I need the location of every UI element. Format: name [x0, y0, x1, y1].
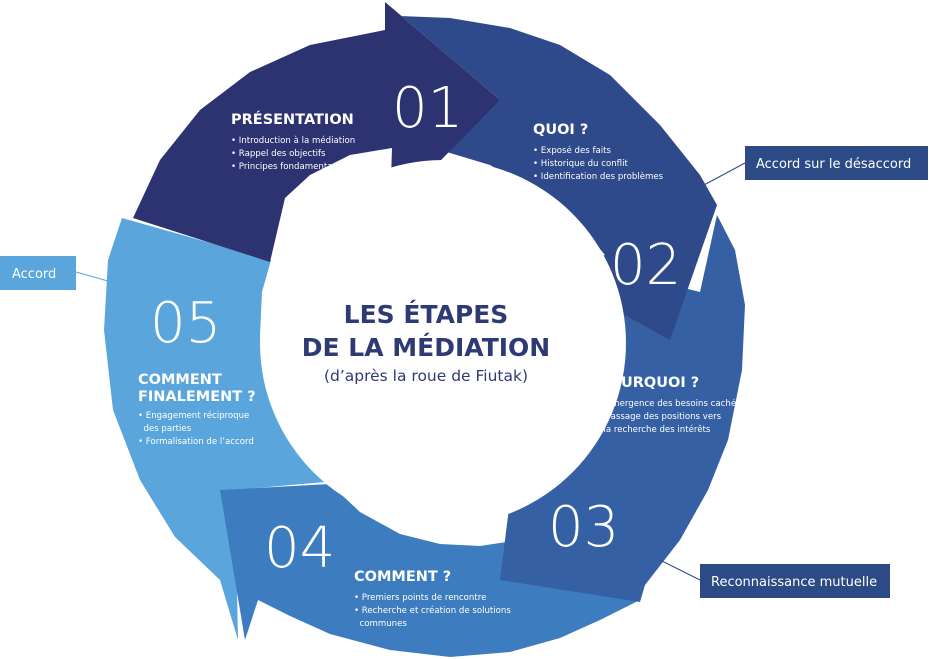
step-03-number: 03 — [548, 495, 619, 560]
step-05-bullet: des parties — [138, 424, 192, 434]
step-03-bullet: la recherche des intérêts — [598, 424, 711, 435]
step-04-heading: COMMENT ? — [354, 569, 451, 585]
step-01-bullet: • Introduction à la médiation — [231, 135, 355, 146]
step-01-bullet: • Principes fondamentaux — [231, 162, 343, 172]
step-04-number: 04 — [264, 516, 335, 581]
step-02-bullet: • Identification des problèmes — [533, 171, 664, 182]
step-02-number: 02 — [610, 233, 681, 298]
step-02-bullet: • Historique du conflit — [533, 159, 628, 169]
step-03-heading: POURQUOI ? — [598, 375, 699, 391]
step-03-segment — [500, 215, 745, 602]
center-title-line2: DE LA MÉDIATION — [302, 333, 550, 362]
step-02-segment — [385, 2, 717, 340]
step-05-number: 05 — [150, 291, 221, 356]
step-01-segment — [133, 2, 500, 262]
step-05-heading: COMMENT — [138, 372, 222, 388]
tag-accord-box — [0, 256, 76, 290]
center-title-line1: LES ÉTAPES — [344, 300, 509, 329]
tag-reconnaissance-box — [700, 564, 890, 598]
step-03-bullet: • Emergence des besoins cachés — [598, 398, 741, 409]
step-05-bullet: • Formalisation de l’accord — [138, 437, 254, 447]
step-03-bullet: • Passage des positions vers — [598, 412, 722, 422]
step-04-segment — [220, 484, 640, 657]
step-01-number: 01 — [392, 76, 463, 141]
step-04-bullet: communes — [354, 619, 407, 629]
connector-line-accord — [75, 271, 116, 284]
step-05-heading: FINALEMENT ? — [138, 389, 256, 405]
center-circle — [260, 160, 626, 526]
tag-accord-desaccord: Accord sur le désaccord — [756, 157, 911, 172]
step-01-heading: PRÉSENTATION — [231, 111, 354, 128]
center-subtitle: (d’après la roue de Fiutak) — [324, 367, 528, 385]
tag-reconnaissance: Reconnaissance mutuelle — [711, 575, 877, 590]
step-02-bullet: • Exposé des faits — [533, 145, 612, 156]
step-05-segment — [104, 218, 325, 640]
step-01-bullet: • Rappel des objectifs — [231, 149, 326, 159]
step-02-heading: QUOI ? — [533, 122, 588, 138]
connector-line-reconnaissance — [659, 559, 701, 581]
step-04-bullet: • Recherche et création de solutions — [354, 605, 511, 616]
tag-accord-desaccord-box — [745, 146, 928, 180]
tag-accord: Accord — [12, 267, 56, 282]
step-04-bullet: • Premiers points de rencontre — [354, 593, 486, 603]
step-05-bullet: • Engagement réciproque — [138, 410, 249, 421]
connector-line-accord-desaccord — [703, 162, 746, 186]
